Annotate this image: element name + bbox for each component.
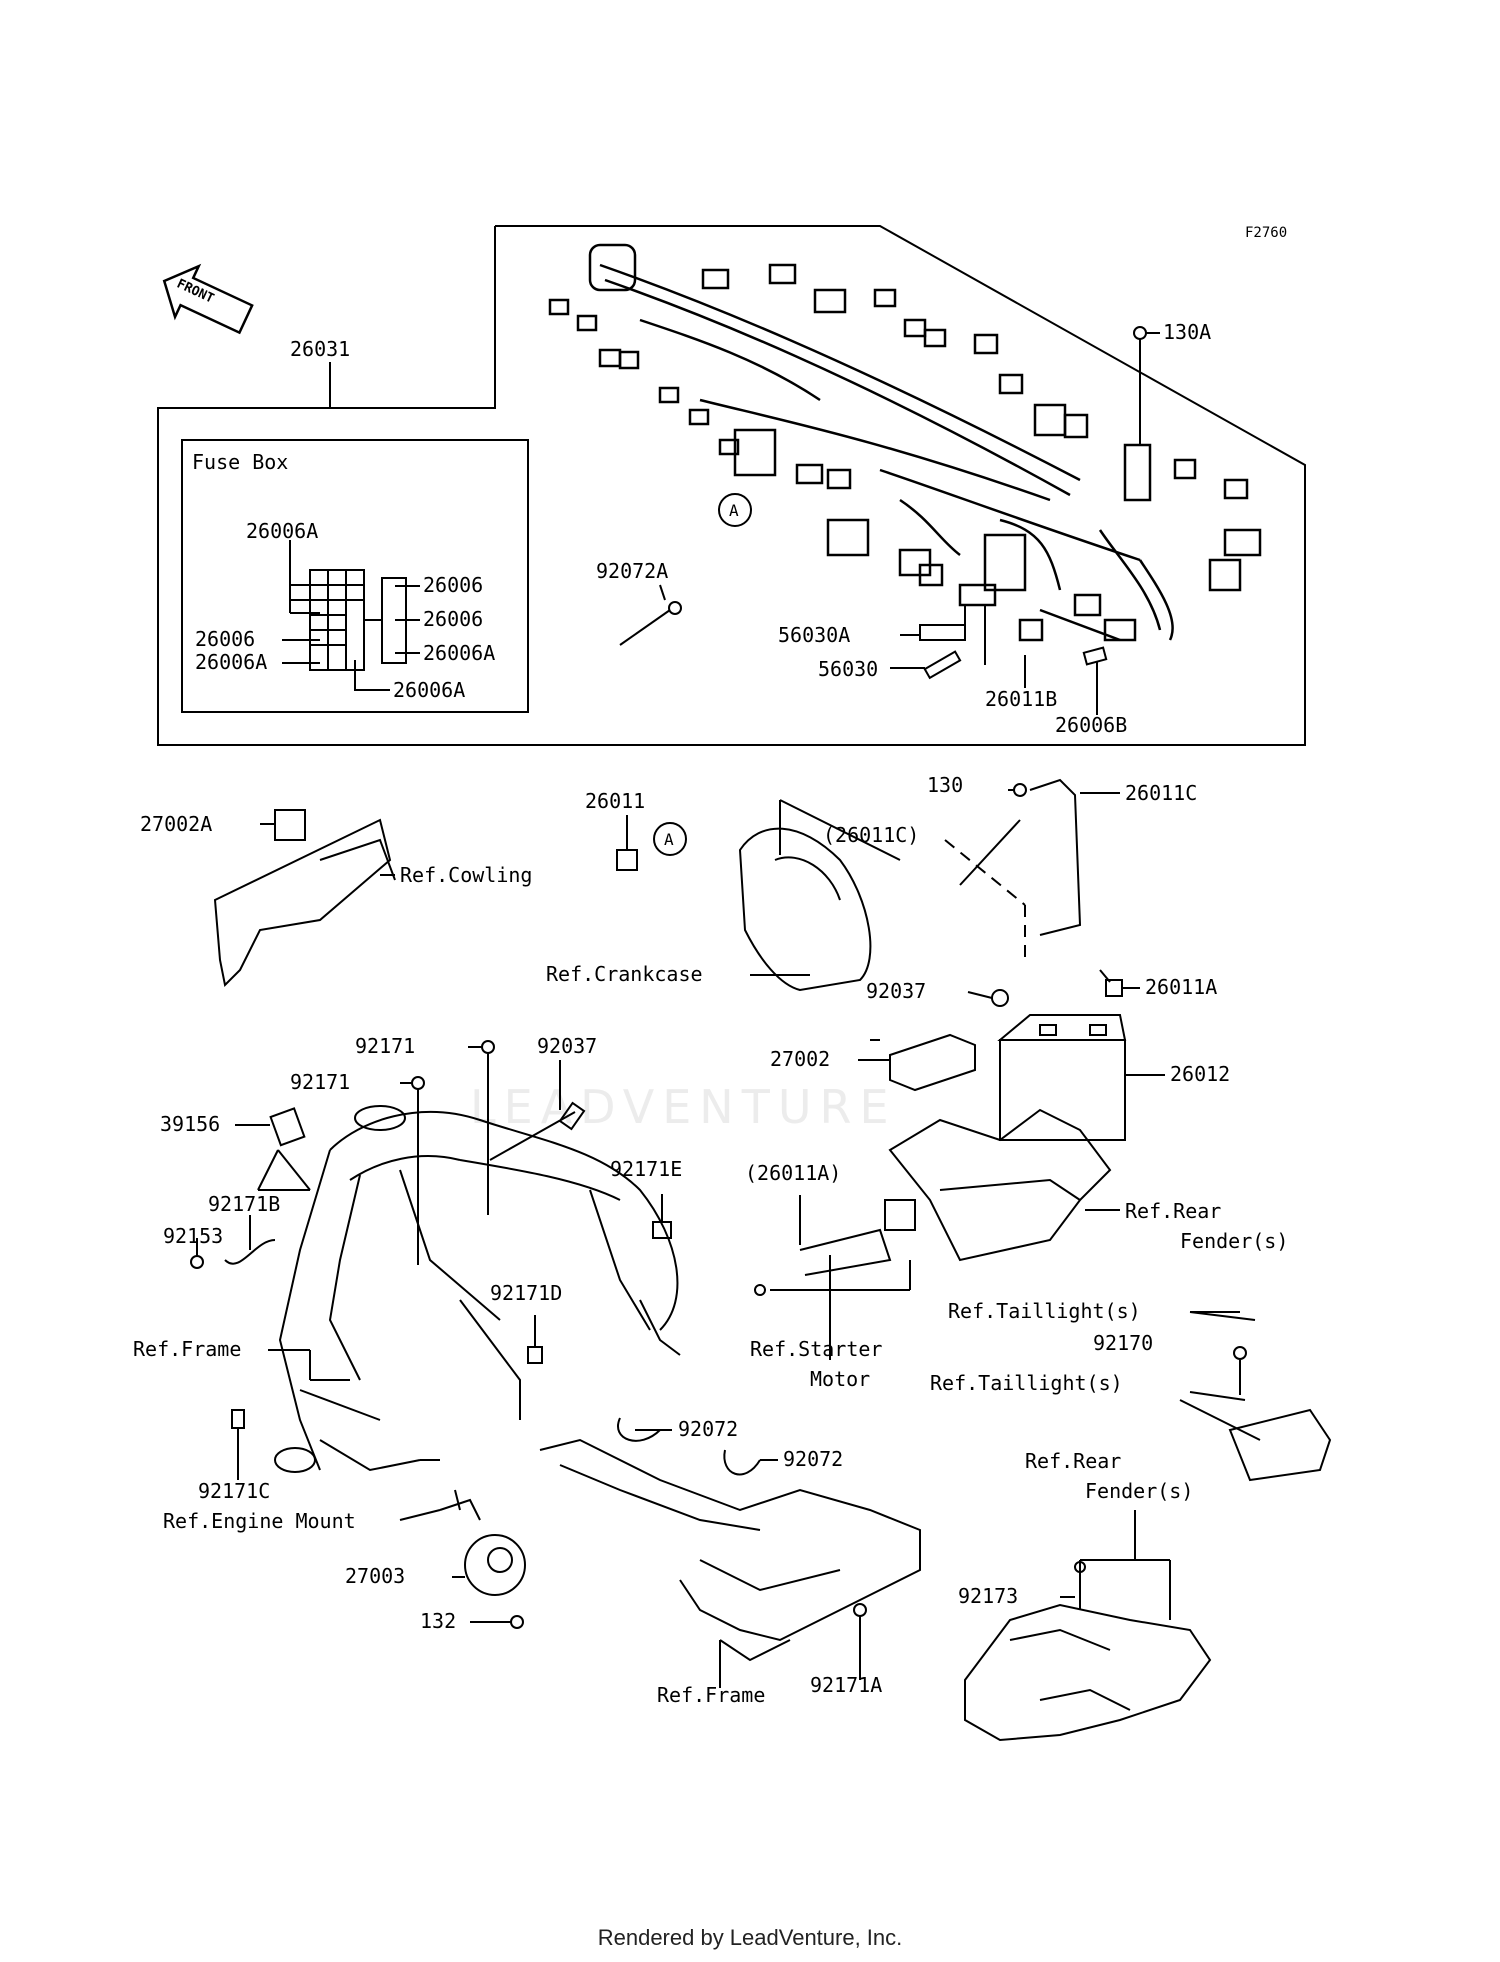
horn-icon xyxy=(452,1534,526,1596)
taillight-icon xyxy=(1179,1311,1332,1482)
label-26006-left: 26006 xyxy=(195,627,255,651)
crankcase-cover-icon xyxy=(738,799,901,992)
front-arrow-icon xyxy=(162,263,254,335)
label-26011: 26011 xyxy=(585,789,645,813)
label-ref-rear-fender-2a: Ref.Rear xyxy=(1025,1449,1121,1473)
footer-credit: Rendered by LeadVenture, Inc. xyxy=(597,1925,903,1950)
label-26006A-bottom: 26006A xyxy=(393,678,465,702)
label-26006A-left: 26006A xyxy=(195,650,267,674)
label-27002A: 27002A xyxy=(140,812,212,836)
label-ref-taillight-2: Ref.Taillight(s) xyxy=(930,1371,1123,1395)
battery-case-icon xyxy=(888,1108,1120,1262)
label-ref-starter-2: Motor xyxy=(810,1367,870,1391)
label-92072A: 92072A xyxy=(596,559,668,583)
label-26011A: 26011A xyxy=(1145,975,1217,999)
label-92153: 92153 xyxy=(163,1224,223,1248)
label-56030A: 56030A xyxy=(778,623,850,647)
battery-cable-26011C-icon xyxy=(1029,778,1082,936)
label-130: 130 xyxy=(927,773,963,797)
label-27003: 27003 xyxy=(345,1564,405,1588)
label-92037-b: 92037 xyxy=(537,1034,597,1058)
label-ref-taillight-1: Ref.Taillight(s) xyxy=(948,1299,1141,1323)
harness-frame-outline xyxy=(157,225,1306,746)
label-ref-starter-1: Ref.Starter xyxy=(750,1337,882,1361)
label-26011C: 26011C xyxy=(1125,781,1197,805)
label-ref-rear-fender-2b: Fender(s) xyxy=(1085,1479,1193,1503)
fuse-26006B-icon xyxy=(1082,646,1108,666)
label-ref-rear-fender-1b: Fender(s) xyxy=(1180,1229,1288,1253)
fuse-box-icon xyxy=(282,540,420,691)
label-92072-b: 92072 xyxy=(783,1447,843,1471)
fuse-56030-icon xyxy=(923,650,962,680)
label-26011C-paren: (26011C) xyxy=(823,823,919,847)
wiring-harness-icon xyxy=(548,243,1262,642)
main-frame-icon xyxy=(274,1105,681,1473)
label-26031: 26031 xyxy=(290,337,350,361)
label-26011A-paren: (26011A) xyxy=(745,1161,841,1185)
battery-icon xyxy=(997,1014,1165,1141)
label-ref-rear-fender-1a: Ref.Rear xyxy=(1125,1199,1221,1223)
label-92173: 92173 xyxy=(958,1584,1018,1608)
label-130A: 130A xyxy=(1163,320,1211,344)
label-39156: 39156 xyxy=(160,1112,220,1136)
label-27002: 27002 xyxy=(770,1047,830,1071)
rear-fender-icon xyxy=(964,1510,1212,1742)
fuse-box-frame xyxy=(181,439,529,713)
label-26006-r1: 26006 xyxy=(423,573,483,597)
label-26012: 26012 xyxy=(1170,1062,1230,1086)
lower-frame-icon xyxy=(539,1438,921,1662)
clip-92171C-icon xyxy=(231,1409,245,1429)
label-26006A-top: 26006A xyxy=(246,519,318,543)
figure-ref-code: F2760 xyxy=(1245,225,1287,241)
label-ref-cowling: Ref.Cowling xyxy=(400,863,532,887)
connector-26011-icon xyxy=(616,849,638,871)
label-92171-a: 92171 xyxy=(355,1034,415,1058)
circle-marker-a1: A xyxy=(729,501,739,520)
clip-92171D-icon xyxy=(527,1346,543,1364)
label-92171-b: 92171 xyxy=(290,1070,350,1094)
label-26006-r2: 26006 xyxy=(423,607,483,631)
label-26011B: 26011B xyxy=(985,687,1057,711)
cable-tie-icon xyxy=(619,609,671,646)
label-ref-frame-1: Ref.Frame xyxy=(133,1337,241,1361)
fuse-56030A-icon xyxy=(919,624,966,641)
label-92170: 92170 xyxy=(1093,1331,1153,1355)
label-26006A-r3: 26006A xyxy=(423,641,495,665)
label-92171A: 92171A xyxy=(810,1673,882,1697)
label-92171B: 92171B xyxy=(208,1192,280,1216)
cowling-bracket-icon xyxy=(213,809,396,988)
label-ref-frame-2: Ref.Frame xyxy=(657,1683,765,1707)
watermark: LEADVENTURE xyxy=(470,1080,897,1134)
label-ref-engine-mount: Ref.Engine Mount xyxy=(163,1509,356,1533)
front-label: FRONT xyxy=(174,277,216,307)
label-92171D: 92171D xyxy=(490,1281,562,1305)
tape-39156-icon xyxy=(269,1107,306,1147)
circle-marker-a2: A xyxy=(664,830,674,849)
label-56030: 56030 xyxy=(818,657,878,681)
label-92171C: 92171C xyxy=(198,1479,270,1503)
label-92171E: 92171E xyxy=(610,1157,682,1181)
label-132: 132 xyxy=(420,1609,456,1633)
fuse-box-title: Fuse Box xyxy=(192,450,288,474)
label-92037-a: 92037 xyxy=(866,979,926,1003)
label-26006B: 26006B xyxy=(1055,713,1127,737)
ecu-icon xyxy=(858,1033,976,1092)
starter-cable-icon xyxy=(959,819,1021,886)
starter-relay-icon xyxy=(754,1195,916,1360)
label-92072-a: 92072 xyxy=(678,1417,738,1441)
label-ref-crankcase: Ref.Crankcase xyxy=(546,962,703,986)
